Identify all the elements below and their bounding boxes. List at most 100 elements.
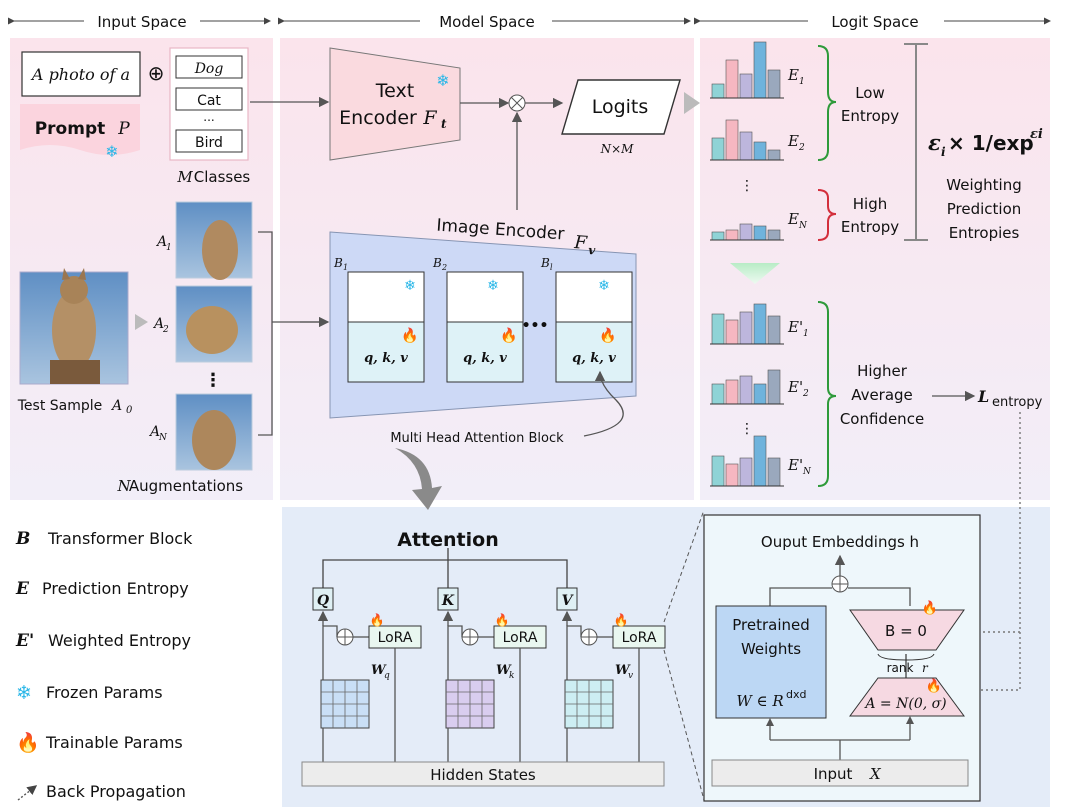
block-1-symbol: B	[333, 256, 343, 270]
block-l-symbol: B	[540, 256, 550, 270]
low-entropy-1: Low	[855, 84, 885, 102]
head-label: Q	[317, 593, 329, 609]
histogram-bar	[753, 435, 767, 487]
classes-label: Classes	[194, 168, 251, 186]
block-1-qkv: q, k, v	[364, 351, 408, 366]
entropy-2-symbol: E	[787, 132, 799, 150]
legend-transformer-block: Transformer Block	[47, 529, 193, 548]
weight-label: W	[496, 663, 512, 678]
high-entropy-brace	[817, 189, 837, 241]
histogram-bar	[767, 369, 781, 405]
loss-symbol: L	[977, 387, 989, 406]
weighting-3: Entropies	[949, 224, 1020, 242]
transformer-block-2: B 2 ❄ 🔥 q, k, v	[432, 256, 524, 383]
entropy-histogram	[710, 119, 784, 161]
aug-footer-symbol: N	[116, 477, 131, 495]
mha-pointer	[583, 370, 624, 437]
classes-symbol: M	[176, 168, 193, 186]
input-space-title: Input Space	[97, 13, 186, 31]
formula-main: ε	[928, 130, 941, 155]
snowflake-icon: ❄	[487, 278, 499, 294]
histogram-bar	[725, 463, 739, 487]
aug-label-1-sub: 1	[166, 243, 172, 253]
entropy-2-sub: 2	[798, 143, 805, 153]
histogram-bar	[753, 41, 767, 99]
lora-detail: Ouput Embeddings h Pretrained Weights W …	[703, 514, 981, 802]
flame-icon: 🔥	[495, 613, 510, 627]
histogram-bar	[753, 141, 767, 161]
histogram-bar	[711, 383, 725, 405]
histogram-bar	[739, 223, 753, 241]
snowflake-icon: ❄	[16, 682, 32, 704]
higher-conf-1: Higher	[857, 362, 908, 380]
flame-icon: 🔥	[922, 600, 938, 616]
block-2-qkv: q, k, v	[463, 351, 507, 366]
head-box	[312, 587, 334, 611]
flame-icon: 🔥	[500, 327, 517, 344]
aug-label-n: A	[148, 424, 160, 440]
lora-label: LoRA	[622, 630, 657, 646]
histogram-bar	[753, 303, 767, 345]
histogram-bar	[767, 69, 781, 99]
entropy-histogram	[710, 435, 784, 487]
lora-label: LoRA	[378, 630, 413, 646]
prompt-group: A photo of a ⊕ Prompt P ❄	[20, 51, 164, 161]
augmentation-1	[175, 201, 253, 280]
entropy-1-sub: 1	[799, 77, 805, 87]
weighting-2: Prediction	[947, 200, 1022, 218]
histogram-bar	[753, 383, 767, 405]
image-encoder-sub: v	[588, 243, 597, 258]
flame-icon: 🔥	[401, 327, 418, 344]
weight-formula: W ∈ R	[736, 692, 783, 710]
lora-label: LoRA	[503, 630, 538, 646]
weight-label: W	[371, 663, 387, 678]
input-x-symbol: X	[869, 765, 882, 783]
flame-icon: 🔥	[614, 613, 629, 627]
test-sample-label: Test Sample	[17, 398, 103, 414]
flame-icon: 🔥	[926, 678, 942, 694]
head-label: K	[441, 593, 455, 609]
pretrained-2: Weights	[741, 640, 801, 658]
low-entropy-brace	[817, 45, 837, 161]
logit-space-title: Logit Space	[831, 13, 918, 31]
snowflake-icon: ❄	[105, 142, 118, 161]
text-encoder: Text Encoder F t ❄	[329, 47, 461, 161]
snowflake-icon: ❄	[436, 71, 449, 90]
entropy-histogram	[710, 369, 784, 405]
test-sample-symbol: A	[110, 398, 122, 414]
aug-label-1: A	[155, 234, 167, 250]
legend-weighted-entropy: Weighted Entropy	[48, 631, 191, 650]
histogram-bar	[767, 315, 781, 345]
zoom-arrow	[395, 448, 442, 510]
text-encoder-symbol: F	[422, 107, 437, 129]
legend-prediction-entropy: Prediction Entropy	[42, 579, 189, 598]
text-encoder-sub: t	[441, 117, 447, 131]
logits-to-entropy-arrow	[684, 92, 700, 114]
entropy-1-symbol: E	[787, 66, 799, 84]
histogram-bar	[711, 83, 725, 99]
histogram-bar	[711, 455, 725, 487]
rank-symbol: r	[922, 661, 929, 675]
histogram-bar	[711, 313, 725, 345]
higher-conf-3: Confidence	[840, 410, 924, 428]
higher-confidence-brace	[817, 301, 837, 487]
weight-sub: q	[384, 671, 390, 681]
histogram-bar	[725, 319, 739, 345]
legend-frozen: Frozen Params	[46, 683, 163, 702]
logits-dims: N×M	[600, 142, 635, 156]
entropy-histogram	[710, 303, 784, 345]
histogram-bar	[739, 457, 753, 487]
weighted-n-symbol: E'	[787, 456, 803, 474]
entropy-n-sub: N	[798, 221, 808, 231]
entropy-vdots: ⋮	[740, 178, 754, 194]
histogram-bar	[767, 149, 781, 161]
hidden-states-box	[301, 761, 665, 787]
header: Input Space Model Space Logit Space	[8, 13, 1051, 31]
weight-sub: v	[628, 671, 633, 681]
block-1-sub: 1	[343, 263, 348, 272]
prompt-label: Prompt	[35, 119, 106, 139]
formula-sup: εi	[1030, 127, 1043, 142]
flame-icon: 🔥	[599, 327, 616, 344]
input-x-label: Input	[814, 765, 853, 783]
